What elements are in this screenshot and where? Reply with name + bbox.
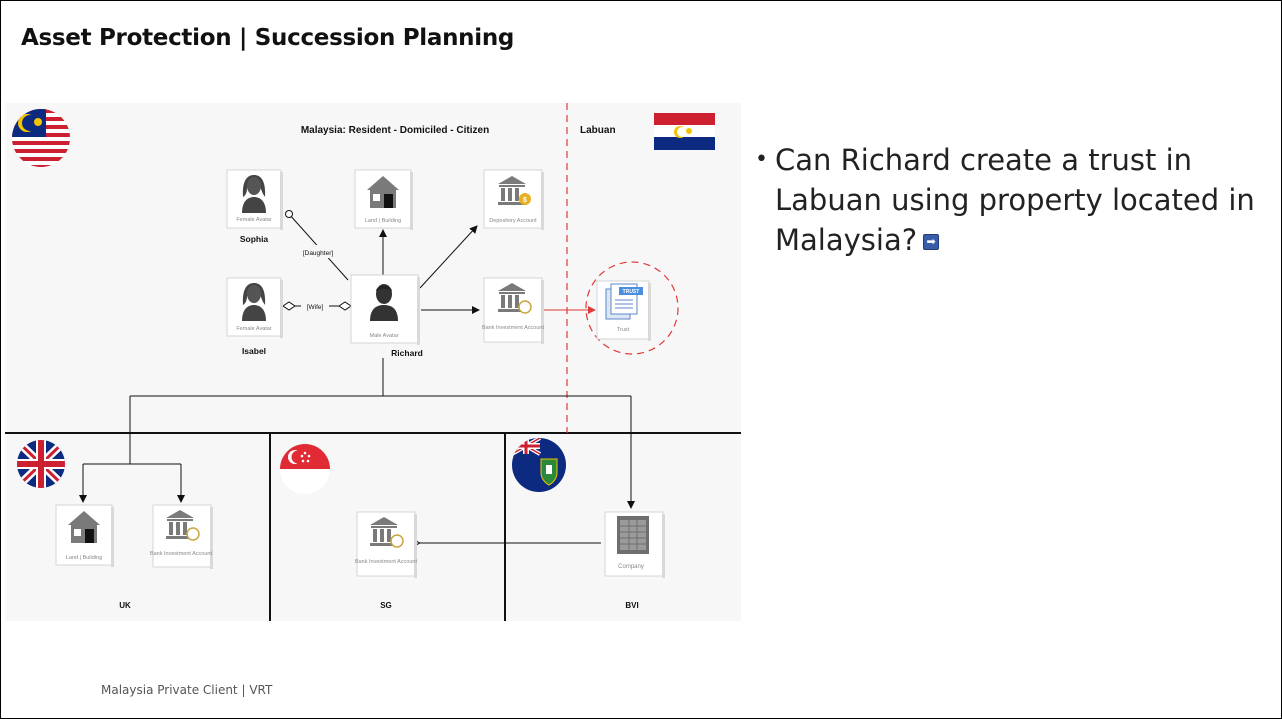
sg-label: SG [380,601,392,610]
isabel-caption: Female Avatar [236,326,272,332]
uk-land-caption: Land | Building [66,555,102,561]
trust-caption: Trust [617,327,630,333]
richard-name: Richard [391,348,423,358]
uk-flag-icon [17,440,65,488]
bvi-company-caption: Company [618,564,644,570]
sg-bank-caption: Bank Investment Account [355,559,418,565]
richard-caption: Male Avatar [370,333,399,339]
trust-node: TRUST Trust [596,280,651,341]
isabel-name: Isabel [242,346,266,356]
next-action-button[interactable]: ➡ [923,234,940,250]
uk-bank-caption: Bank Investment Account [150,551,213,557]
bvi-flag-icon [512,438,566,492]
svg-text:$: $ [523,197,527,204]
uk-label: UK [119,601,131,610]
sophia-caption: Female Avatar [236,217,272,223]
bvi-label: BVI [625,601,638,610]
singapore-flag-icon [280,444,330,494]
my-depository-node: $ Depository Account [483,169,544,230]
wife-relation-label: [Wife] [307,304,324,311]
trust-document-icon: TRUST [605,283,643,320]
sg-bank-node: Bank Investment Account [355,511,418,578]
my-land-caption: Land | Building [365,218,401,224]
slide-title: Asset Protection | Succession Planning [21,25,515,51]
structure-diagram: Malaysia: Resident - Domiciled - Citizen… [5,103,741,621]
bvi-company-node: Company [604,511,665,578]
my-land-node: Land | Building [354,169,413,230]
trust-badge: TRUST [623,289,640,295]
malaysia-flag-icon [12,109,70,167]
labuan-flag-icon [654,113,715,150]
my-bank-node: Bank Investment Account [482,277,545,344]
malaysia-region-label: Malaysia: Resident - Domiciled - Citizen [301,125,489,136]
bullet-dot: • [755,147,768,172]
trust-highlight-circle [585,261,679,355]
uk-land-node: Land | Building [55,504,114,567]
richard-node: Male Avatar [350,274,420,345]
uk-bank-node: Bank Investment Account [150,504,213,569]
office-building-icon [617,516,649,554]
labuan-region-label: Labuan [580,125,616,136]
bullet-text: Can Richard create a trust in Labuan usi… [775,143,1255,257]
isabel-node: Female Avatar [226,277,283,338]
sophia-node: Female Avatar [226,169,283,230]
daughter-relation-label: [Daughter] [303,250,334,257]
my-depository-caption: Depository Account [489,218,537,224]
sophia-name: Sophia [240,234,269,244]
slide-footer: Malaysia Private Client | VRT [101,683,273,697]
my-bank-caption: Bank Investment Account [482,325,545,331]
